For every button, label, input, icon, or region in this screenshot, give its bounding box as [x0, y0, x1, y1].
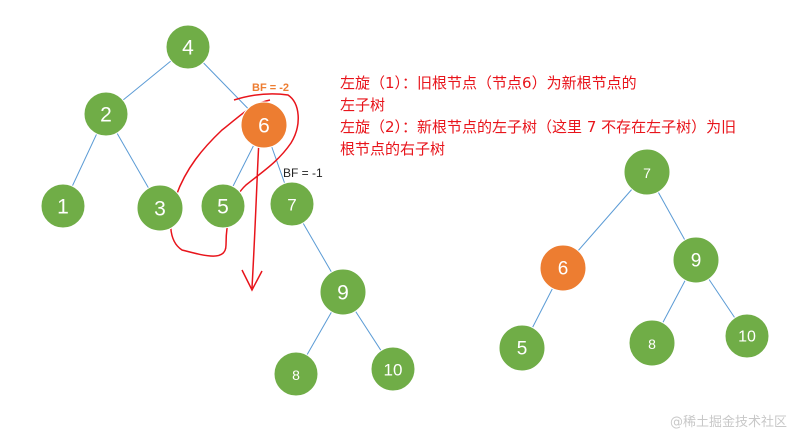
- left-node-circle: [240, 101, 288, 149]
- right-node-circle: [724, 313, 770, 359]
- left-node-4: 4: [165, 24, 211, 70]
- left-node-circle: [136, 184, 184, 232]
- right-node-label: 10: [738, 329, 756, 346]
- right-node-8: 8: [628, 319, 676, 367]
- left-node-label: 5: [217, 196, 229, 219]
- rotation-arrow-loop: [169, 93, 299, 257]
- left-node-2: 2: [83, 91, 129, 137]
- left-node-label: 2: [100, 104, 112, 127]
- left-node-label: 6: [258, 115, 270, 138]
- left-node-circle: [273, 351, 319, 397]
- right-node-label: 5: [517, 339, 528, 360]
- rotation-note-line3: 左旋（2）：新根节点的左子树（这里 7 不存在左子树）为旧: [340, 118, 737, 136]
- balance-factor-node7: BF = -1: [283, 166, 323, 180]
- rotation-arrow-shaft: [251, 139, 260, 289]
- nodes-layer: 4 2 6 1 3 5 7 9 8 10 7 6 9 5 8 10: [40, 24, 770, 397]
- right-node-label: 7: [643, 165, 651, 181]
- rotation-arrow-head: [241, 269, 263, 292]
- right-node-circle: [498, 324, 546, 372]
- left-node-10: 10: [370, 346, 416, 392]
- left-node-3: 3: [136, 184, 184, 232]
- left-node-7: 7: [269, 181, 315, 227]
- right-node-5: 5: [498, 324, 546, 372]
- left-node-8: 8: [273, 351, 319, 397]
- watermark: @稀土掘金技术社区: [669, 415, 787, 430]
- right-node-circle: [672, 236, 720, 284]
- right-node-7: 7: [623, 148, 671, 196]
- right-node-10: 10: [724, 313, 770, 359]
- left-node-circle: [40, 183, 86, 229]
- left-node-label: 7: [287, 196, 296, 215]
- left-node-label: 3: [154, 198, 166, 221]
- rotation-note-line2: 左子树: [340, 96, 386, 114]
- right-node-6: 6: [539, 244, 587, 292]
- balance-factor-node6: BF = -2: [252, 82, 289, 94]
- right-node-circle: [539, 244, 587, 292]
- left-node-circle: [370, 346, 416, 392]
- rotation-note-line4: 根节点的右子树: [340, 140, 446, 158]
- left-node-9: 9: [319, 268, 367, 316]
- left-node-label: 4: [182, 37, 194, 60]
- left-node-label: 9: [337, 282, 349, 305]
- right-node-circle: [623, 148, 671, 196]
- left-node-label: 1: [57, 196, 69, 219]
- right-node-9: 9: [672, 236, 720, 284]
- left-node-1: 1: [40, 183, 86, 229]
- right-node-circle: [628, 319, 676, 367]
- left-node-circle: [200, 183, 246, 229]
- left-node-label: 8: [292, 367, 300, 383]
- left-node-circle: [319, 268, 367, 316]
- rotation-note-line1: 左旋（1）：旧根节点（节点6）为新根节点的: [340, 74, 637, 92]
- right-node-label: 6: [558, 259, 569, 280]
- left-node-6: 6: [240, 101, 288, 149]
- left-node-circle: [269, 181, 315, 227]
- left-node-5: 5: [200, 183, 246, 229]
- right-node-label: 9: [691, 251, 702, 272]
- right-node-label: 8: [648, 336, 656, 352]
- left-node-circle: [165, 24, 211, 70]
- left-node-circle: [83, 91, 129, 137]
- left-node-label: 10: [384, 361, 403, 380]
